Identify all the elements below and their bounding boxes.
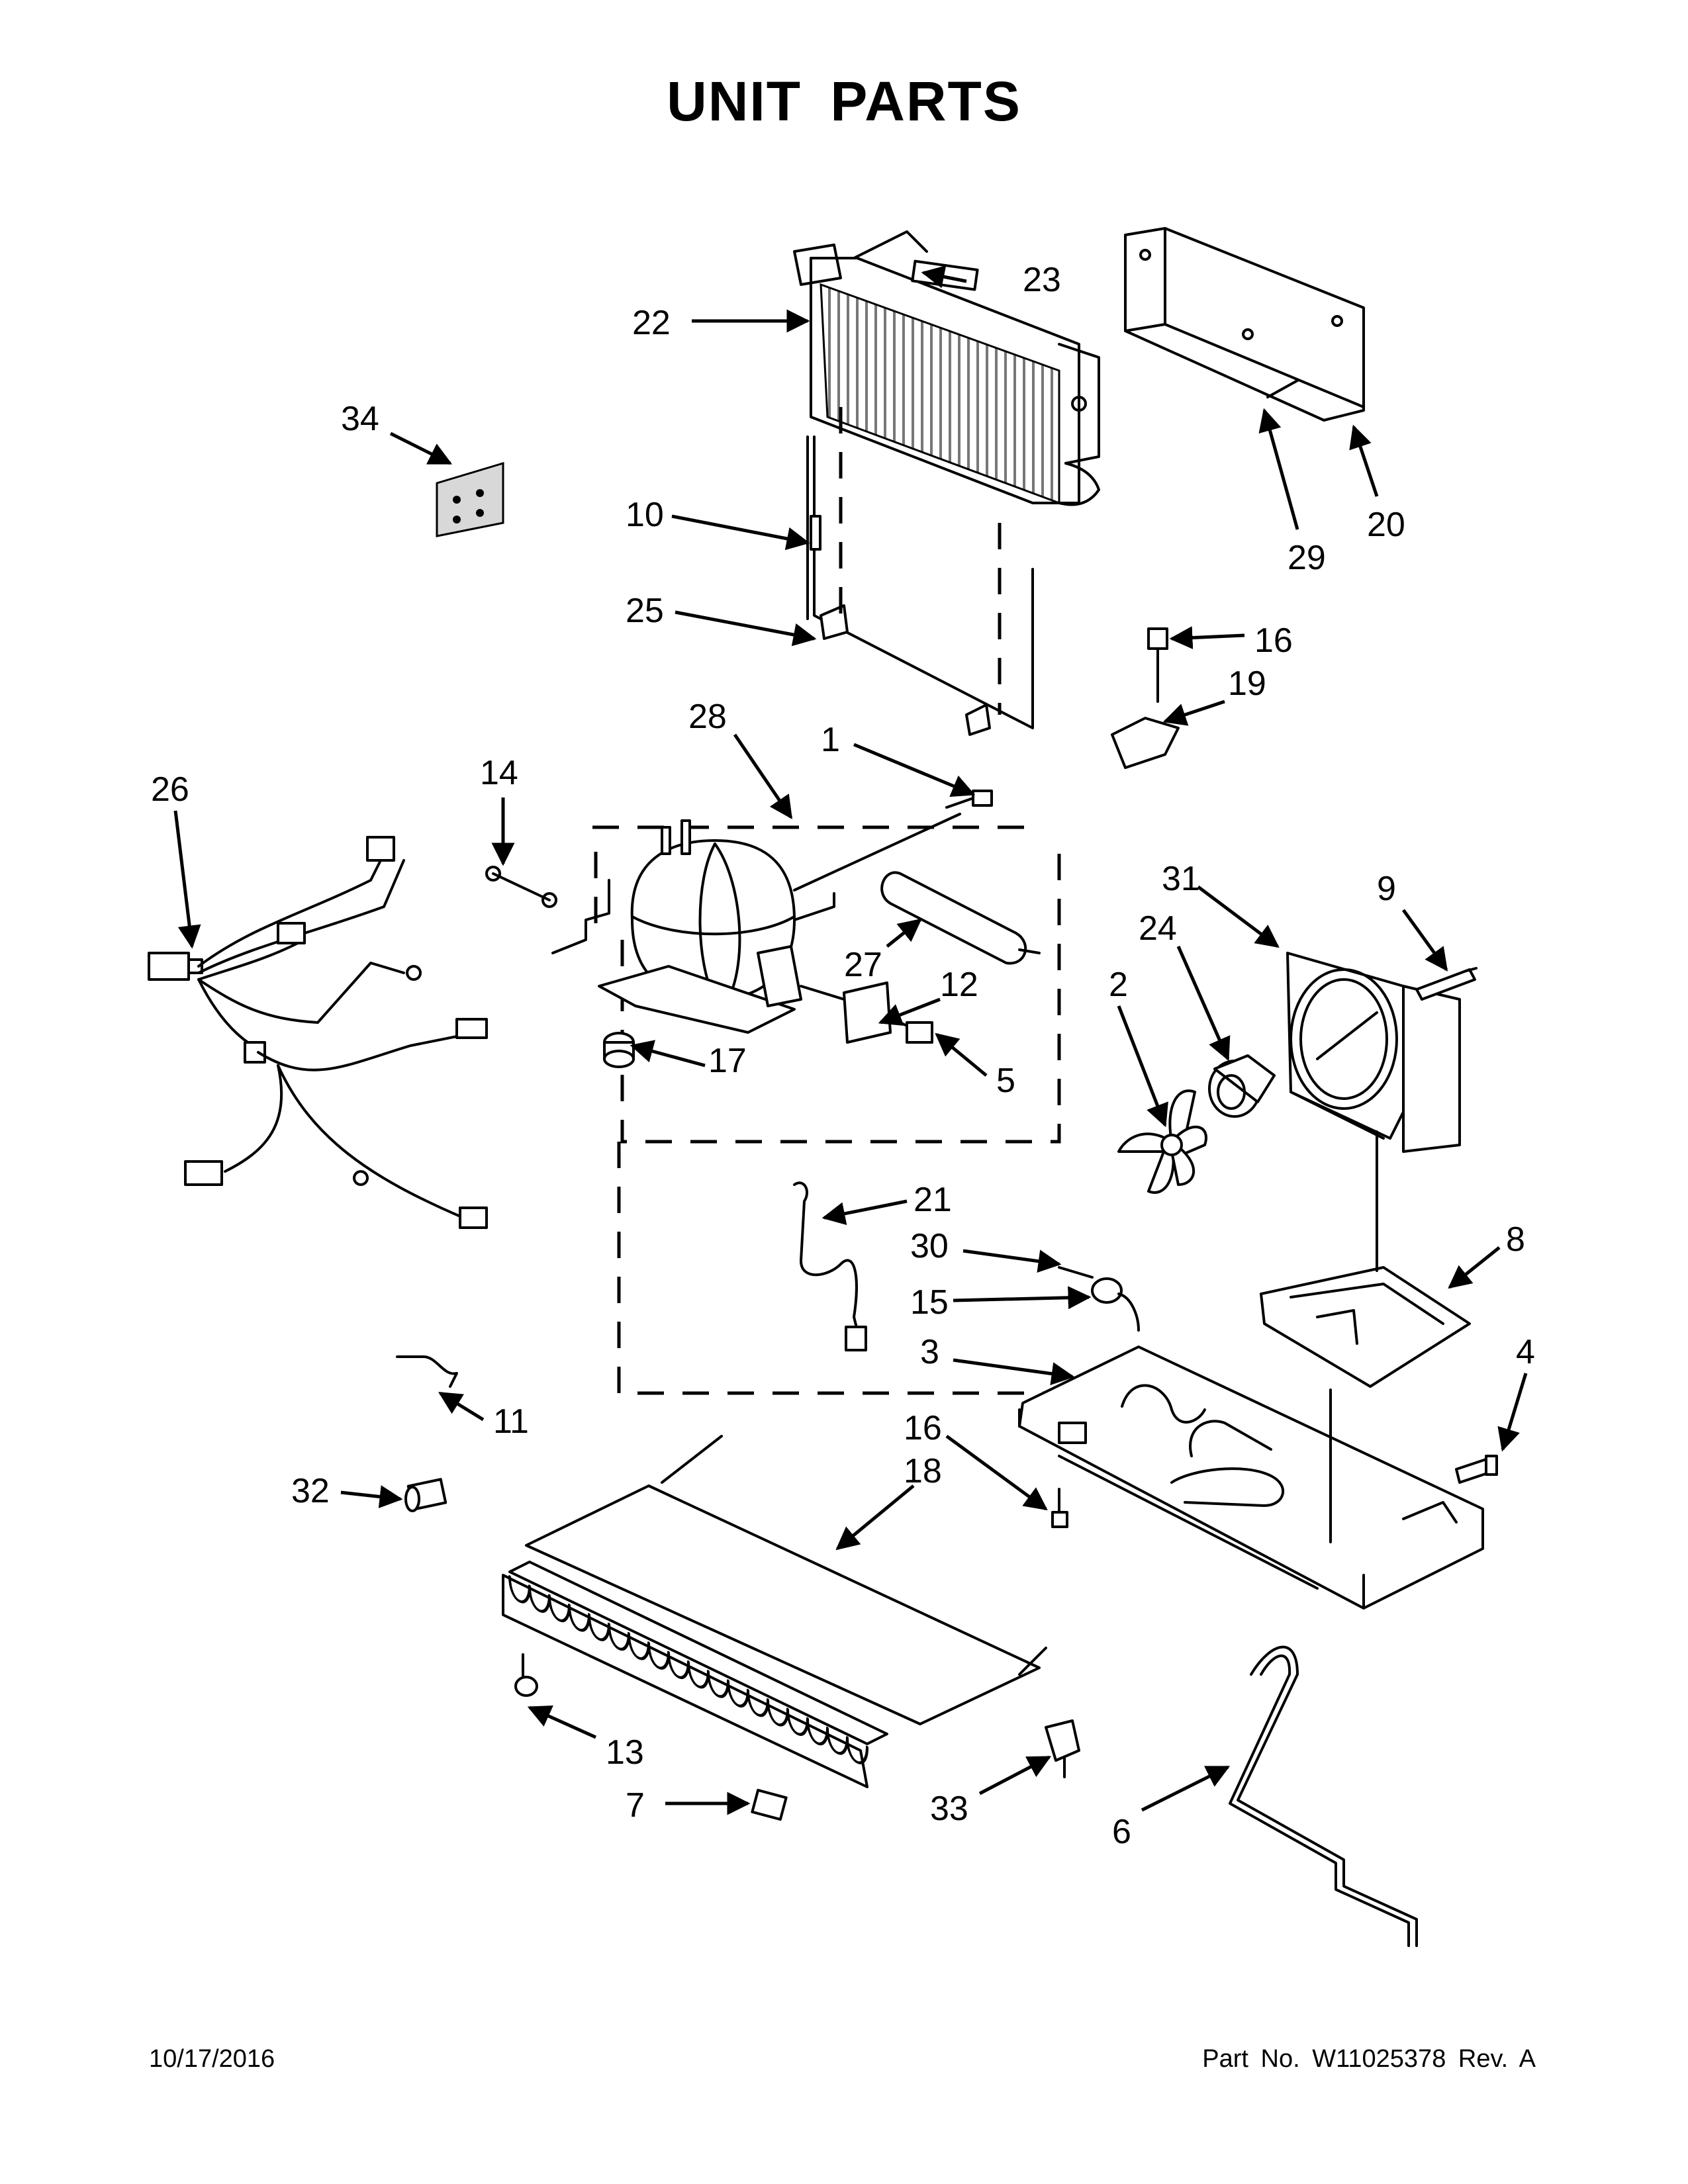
callout-29: 29 <box>1288 539 1326 577</box>
page-title: UNIT PARTS <box>667 70 1021 132</box>
callout-3: 3 <box>920 1333 939 1371</box>
callout-20: 20 <box>1367 506 1405 544</box>
callout-9: 9 <box>1377 870 1396 908</box>
fan-blade <box>1117 1089 1207 1194</box>
callout-11: 11 <box>493 1402 529 1441</box>
plug-and-grommet <box>1058 1266 1140 1332</box>
footer-part-number: Part No. W11025378 Rev. A <box>1202 2045 1536 2073</box>
footer-date: 10/17/2016 <box>149 2045 275 2073</box>
callout-22: 22 <box>632 304 671 342</box>
callout-2: 2 <box>1109 966 1128 1004</box>
callout-23: 23 <box>1023 261 1061 299</box>
callout-15: 15 <box>910 1283 949 1322</box>
fan-shroud <box>1286 952 1461 1153</box>
callout-27: 27 <box>844 946 882 984</box>
base-plate <box>1018 1345 1484 1610</box>
callout-6: 6 <box>1112 1813 1131 1851</box>
drain-pan <box>1260 1130 1471 1388</box>
callout-8: 8 <box>1506 1220 1525 1259</box>
fan-motor <box>1208 1054 1276 1118</box>
heater-rod <box>1229 1645 1418 1947</box>
callout-19: 19 <box>1228 664 1266 703</box>
callout-33: 33 <box>930 1790 968 1828</box>
callout-21: 21 <box>914 1181 952 1219</box>
callout-7: 7 <box>626 1786 645 1825</box>
callout-5: 5 <box>996 1062 1015 1100</box>
end-cap <box>404 1478 447 1512</box>
grommet <box>603 1032 635 1068</box>
wire-clip <box>396 1355 458 1388</box>
filter-drier <box>880 871 1041 965</box>
callout-12: 12 <box>940 966 978 1004</box>
push-clip <box>1045 1719 1080 1778</box>
callout-16-bottom: 16 <box>904 1409 942 1447</box>
callout-4: 4 <box>1516 1333 1535 1371</box>
callout-30: 30 <box>910 1227 949 1265</box>
wire-harness <box>148 836 488 1229</box>
leader-lines <box>173 265 1528 1815</box>
callout-14: 14 <box>480 754 518 792</box>
start-relay <box>800 981 933 1044</box>
callout-16-top: 16 <box>1254 621 1293 660</box>
drain-tube <box>793 1181 867 1351</box>
callout-17: 17 <box>708 1042 747 1080</box>
callout-1: 1 <box>821 721 840 759</box>
strap <box>485 866 557 908</box>
callout-32: 32 <box>291 1472 330 1510</box>
callout-34: 34 <box>341 400 379 438</box>
plug <box>751 1788 788 1821</box>
mounting-screw <box>1051 1488 1068 1528</box>
screw <box>1415 967 1477 1001</box>
bolt <box>945 790 993 809</box>
callout-18: 18 <box>904 1452 942 1490</box>
control-plate <box>436 461 504 537</box>
callout-26: 26 <box>151 770 189 809</box>
callout-25: 25 <box>626 592 664 630</box>
screw-clip <box>1111 627 1180 769</box>
callout-24: 24 <box>1139 909 1177 948</box>
callout-31: 31 <box>1162 860 1200 898</box>
compressor <box>598 813 961 1034</box>
evaporator-coil <box>502 1435 1047 1788</box>
callout-10: 10 <box>626 496 664 534</box>
base-screw <box>1455 1455 1498 1484</box>
evaporator-clip <box>514 1653 538 1697</box>
callout-28: 28 <box>688 698 727 736</box>
condenser-bracket <box>1124 227 1365 422</box>
callout-13: 13 <box>606 1733 644 1772</box>
